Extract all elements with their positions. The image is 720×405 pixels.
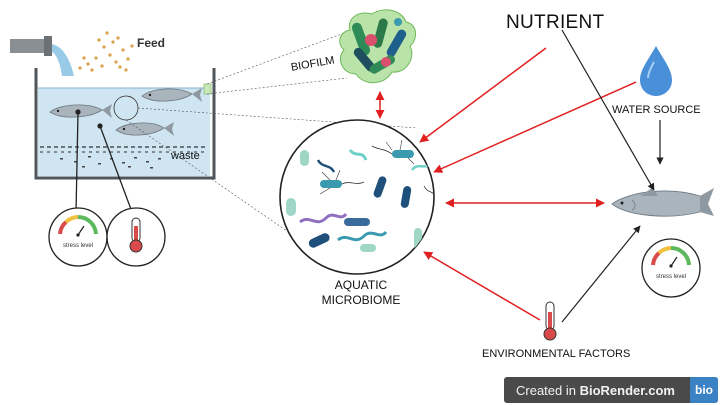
badge-prefix: Created in bbox=[516, 382, 580, 398]
tank-to-thermo-line bbox=[97, 123, 133, 213]
water-drop-highlight bbox=[647, 61, 655, 79]
tank-to-gauge-line bbox=[75, 109, 81, 214]
water-stream bbox=[52, 44, 74, 76]
black-arrows bbox=[561, 29, 664, 323]
feed-pellets-icon bbox=[78, 31, 134, 72]
gauge-icon bbox=[48, 207, 108, 267]
aquatic-microbiome-label: AQUATIC MICROBIOME bbox=[316, 278, 406, 308]
badge-text: Created in BioRender.com bbox=[504, 383, 690, 398]
biofilm-icon bbox=[339, 9, 416, 84]
gauge-icon-right bbox=[641, 238, 701, 298]
salmon-icon bbox=[611, 188, 714, 217]
aquatic-line1: AQUATIC bbox=[334, 278, 388, 292]
red-arrows bbox=[419, 47, 637, 321]
badge-brand: BioRender.com bbox=[579, 382, 675, 398]
waste-label: waste bbox=[171, 150, 200, 162]
pipe-icon bbox=[10, 36, 52, 56]
water-source-label: WATER SOURCE bbox=[612, 104, 701, 116]
feed-label: Feed bbox=[137, 36, 166, 50]
environmental-factors-label: ENVIRONMENTAL FACTORS bbox=[482, 348, 631, 360]
env-thermometer-icon bbox=[543, 301, 557, 341]
microbe-icon bbox=[279, 119, 435, 275]
biorender-logo-icon: bio bbox=[690, 377, 718, 403]
aquatic-line2: MICROBIOME bbox=[321, 293, 401, 307]
stress-level-label-right: stress level bbox=[656, 274, 686, 280]
biorender-badge[interactable]: Created in BioRender.com bio bbox=[504, 377, 718, 403]
stress-level-label-left: stress level bbox=[63, 243, 93, 249]
thermometer-icon bbox=[106, 207, 166, 267]
water-drop-icon bbox=[640, 46, 672, 96]
nutrient-label: NUTRIENT bbox=[506, 12, 605, 33]
tank-icon bbox=[34, 68, 216, 180]
